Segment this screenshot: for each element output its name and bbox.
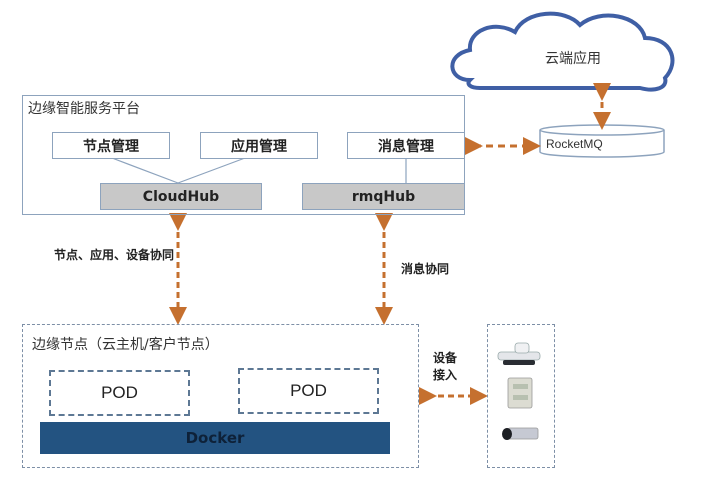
meter-device-icon	[507, 377, 533, 409]
message-management-box: 消息管理	[347, 132, 465, 159]
docker-runtime-bar: Docker	[40, 422, 390, 454]
edge-node-title: 边缘节点（云主机/客户节点）	[32, 337, 219, 353]
pod-box: POD	[49, 370, 190, 416]
cloud-icon	[450, 11, 675, 92]
edge-node-container	[22, 324, 419, 468]
device-link-label-1: 设备	[433, 351, 458, 365]
cloudhub-link-label: 节点、应用、设备协同	[54, 248, 175, 262]
cloudhub-box: CloudHub	[100, 183, 262, 210]
rmqhub-link-label: 消息协同	[401, 262, 450, 276]
node-management-box: 节点管理	[52, 132, 170, 159]
rocketmq-cylinder-icon	[539, 124, 665, 158]
camera-device-icon	[502, 427, 539, 440]
rocketmq-label: RocketMQ	[546, 137, 603, 151]
app-management-box: 应用管理	[200, 132, 318, 159]
robot-device-icon	[497, 342, 541, 365]
device-link-label-2: 接入	[433, 368, 458, 382]
cloud-app-label: 云端应用	[545, 51, 601, 67]
rmqhub-box: rmqHub	[302, 183, 465, 210]
pod-box: POD	[238, 368, 379, 414]
platform-title: 边缘智能服务平台	[28, 101, 140, 117]
device-container	[487, 324, 555, 468]
